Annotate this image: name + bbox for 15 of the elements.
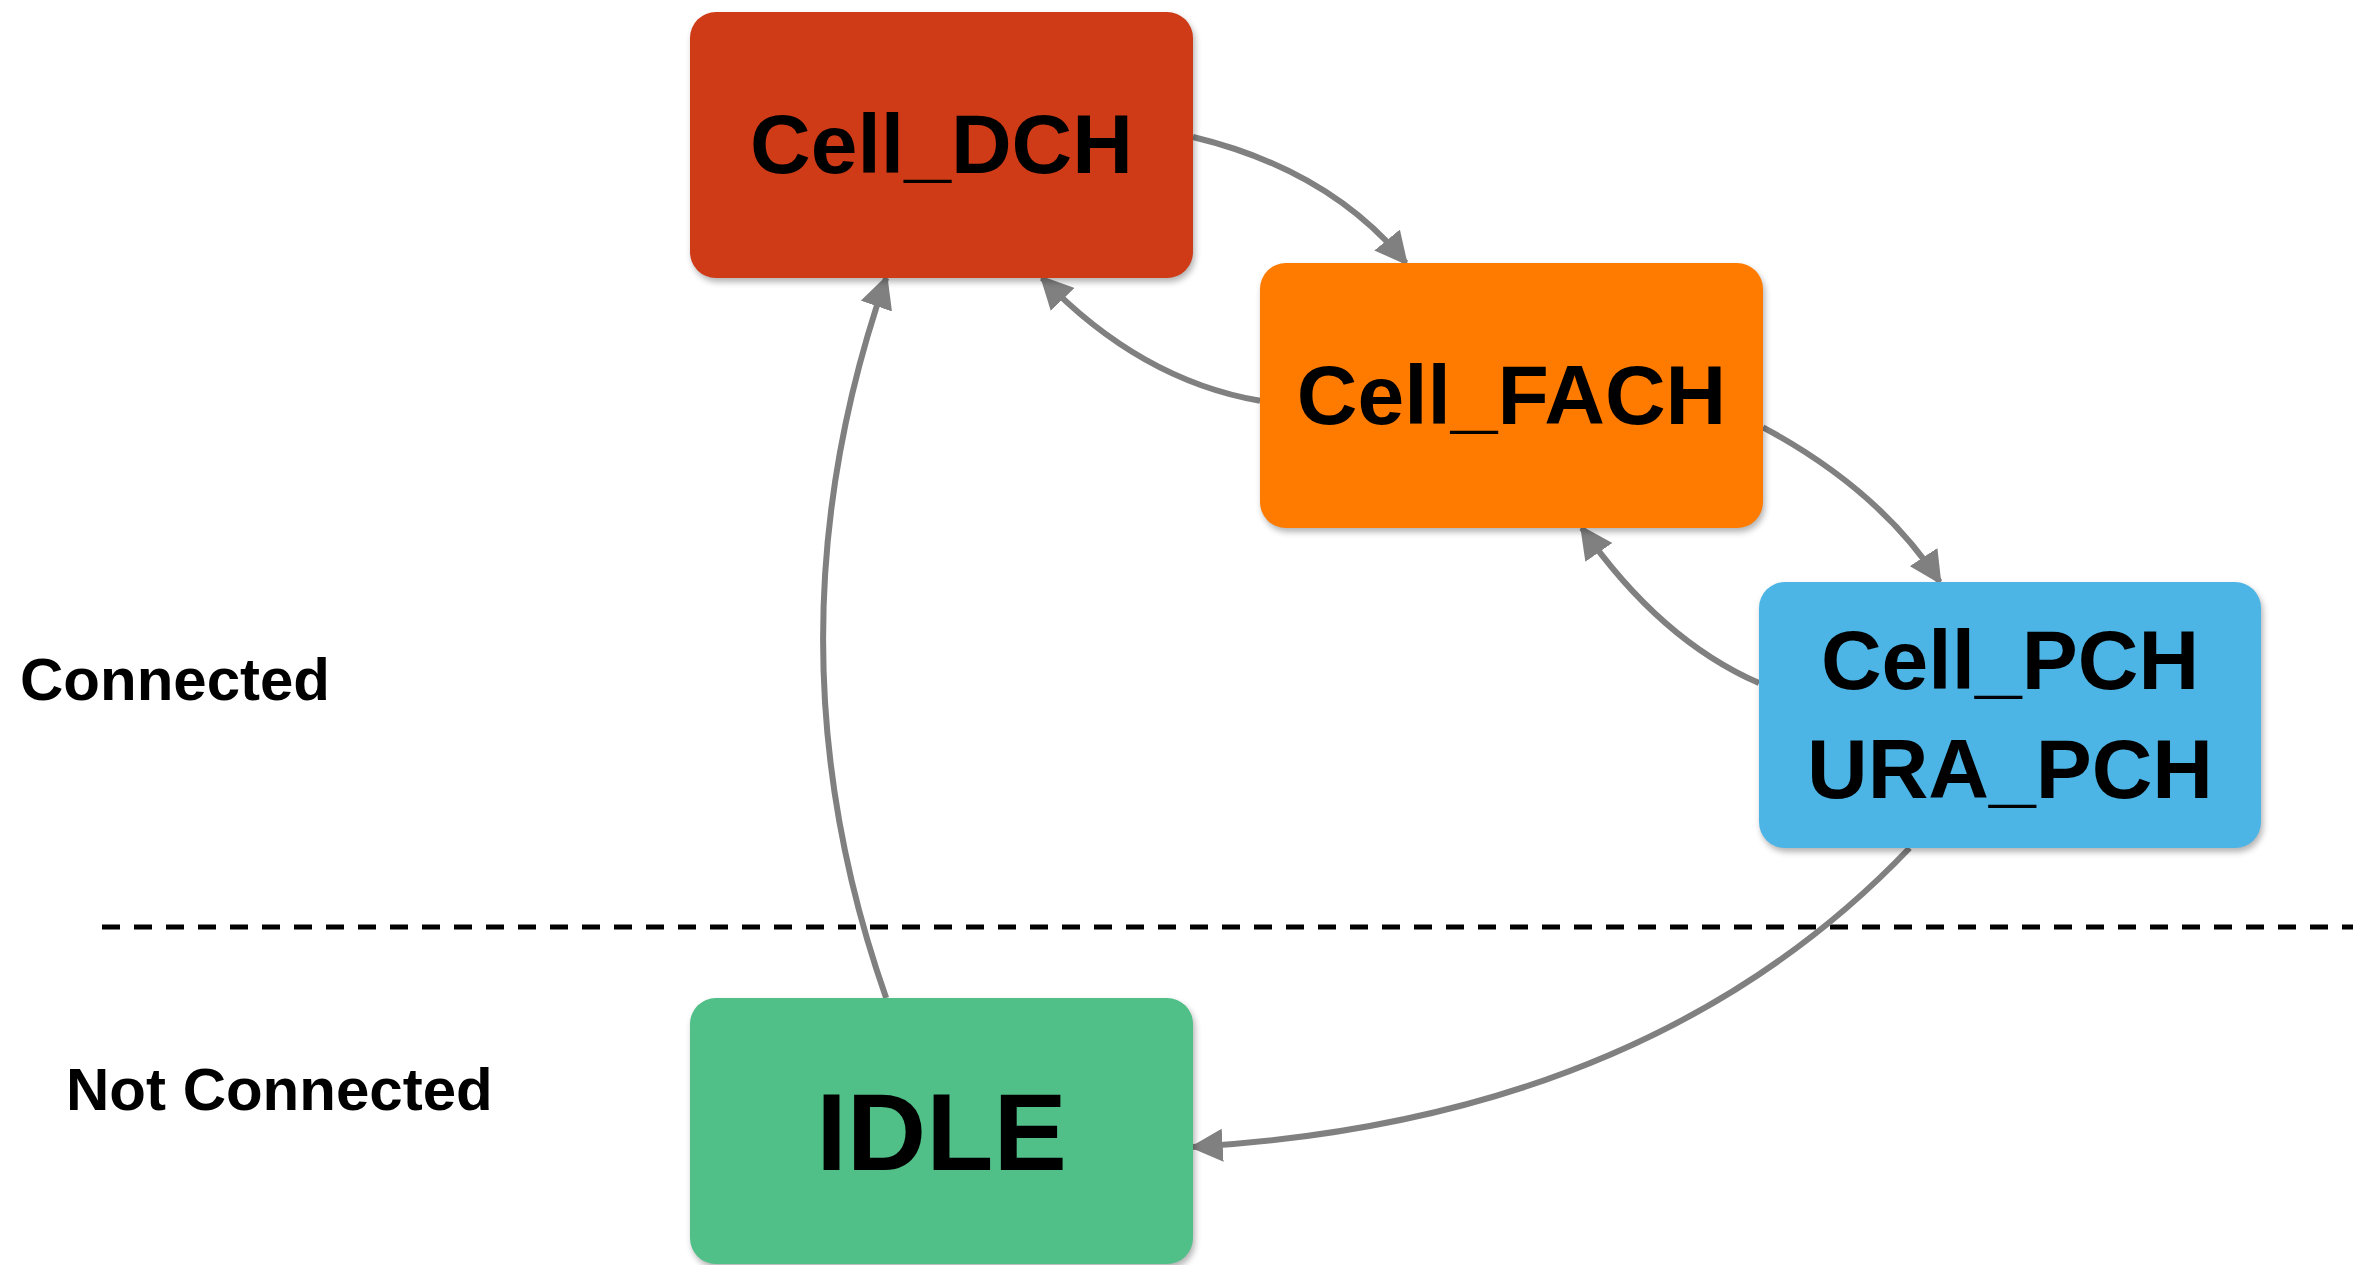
state-box <box>1260 263 1763 528</box>
arrow <box>1192 134 1409 266</box>
state-box <box>1759 582 2261 848</box>
arrow <box>1039 275 1261 404</box>
state-box <box>690 12 1193 278</box>
state-name: Cell_FACH <box>1296 346 1727 444</box>
arrow <box>1579 525 1761 686</box>
state-name: URA_PCH <box>1806 721 2214 818</box>
state-name: Cell_PCH <box>1820 611 2200 709</box>
state-name: IDLE <box>816 1068 1067 1195</box>
state-box <box>690 998 1193 1264</box>
region-label: Not Connected <box>66 1055 493 1124</box>
region-label: Connected <box>20 645 331 714</box>
arrow <box>1761 424 1943 585</box>
state-name: Cell_DCH <box>750 96 1133 194</box>
